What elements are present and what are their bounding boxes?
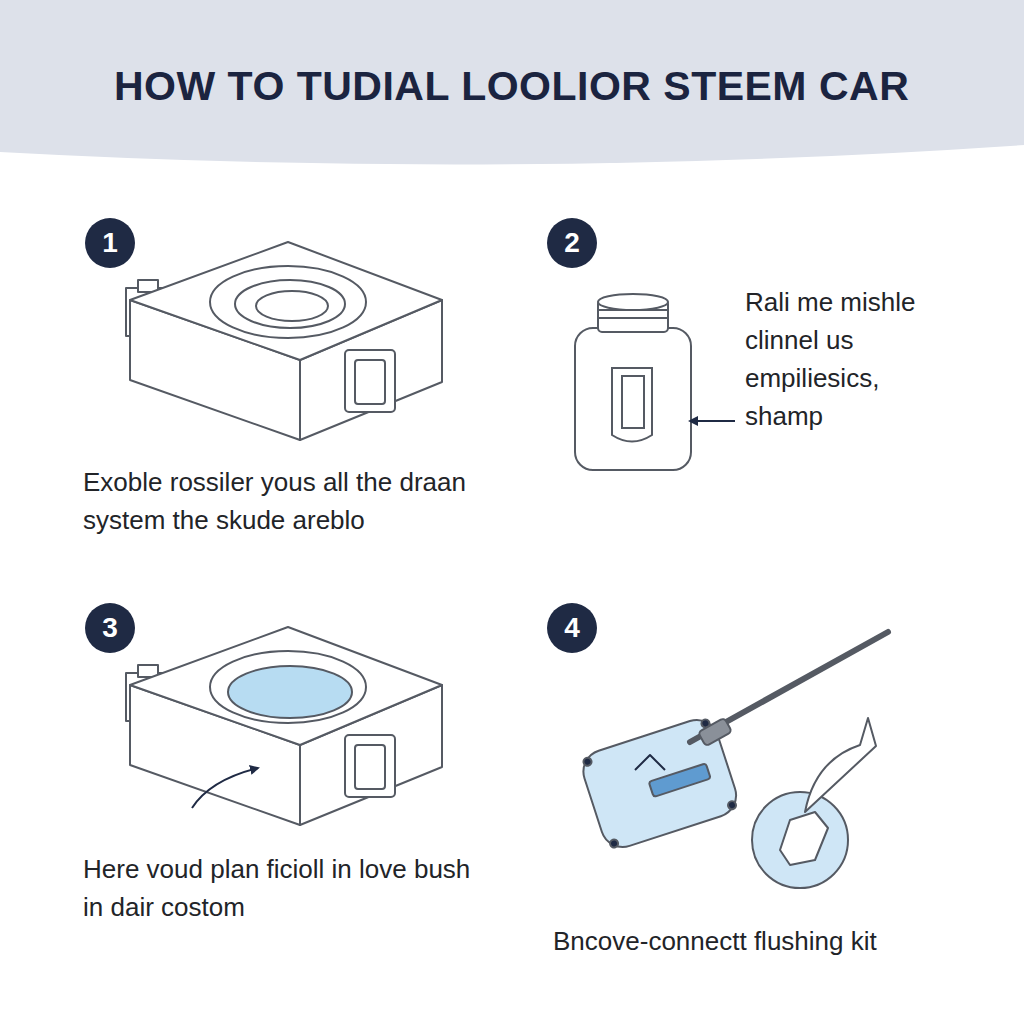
callout-circle: 4 [547, 603, 597, 653]
jar-drawing [575, 294, 691, 470]
callout-circle: 1 [85, 218, 135, 268]
leader-arrow [690, 420, 735, 422]
step-text: Bncove-connectt flushing kit [553, 922, 993, 960]
step-text: Rali me mishle clinnel us empiliesics, s… [745, 283, 960, 435]
leader-arrow [192, 768, 258, 808]
title: HOW TO TUDIAL LOOLIOR STEEM CAR [114, 63, 909, 110]
unit-drawing [126, 242, 442, 440]
step-text: Here voud plan ficioll in love bush in d… [83, 850, 483, 926]
unit-drawing [126, 627, 442, 825]
header-band [0, 0, 1024, 164]
step-text: Exoble rossiler yous all the draan syste… [83, 463, 513, 539]
callout-number: 1 [102, 227, 118, 259]
callout-circle: 2 [547, 218, 597, 268]
flushing-kit-drawing [578, 632, 888, 888]
callout-number: 4 [564, 612, 580, 644]
callout-number: 3 [102, 612, 118, 644]
callout-circle: 3 [85, 603, 135, 653]
callout-number: 2 [564, 227, 580, 259]
